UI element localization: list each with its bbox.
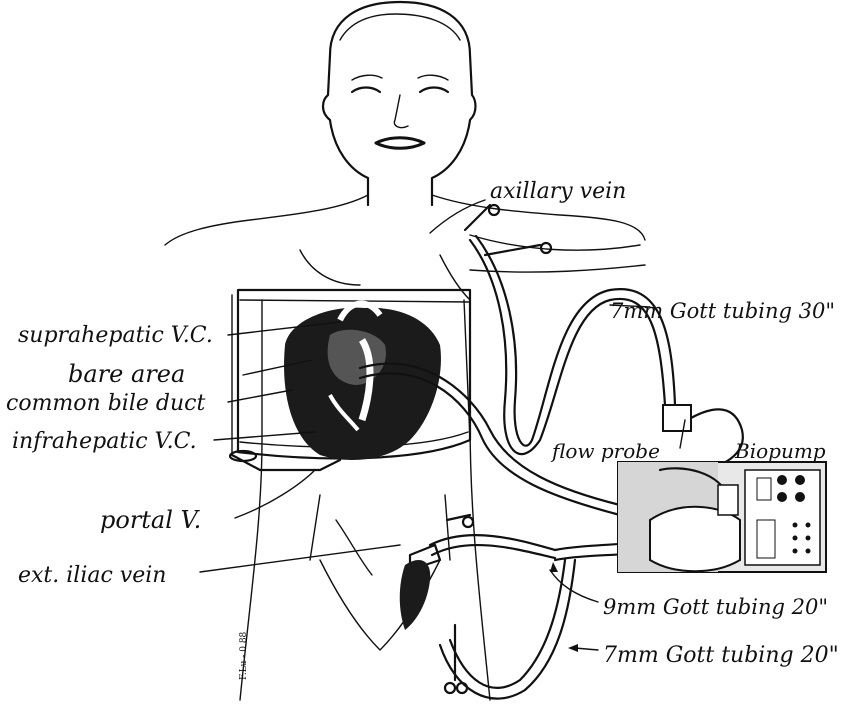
biopump-console xyxy=(618,462,826,572)
patient-head xyxy=(323,2,476,205)
iliac-dissection xyxy=(400,560,430,630)
label-gott-9mm-20: 9mm Gott tubing 20" xyxy=(603,595,828,619)
label-infrahepatic-vc: infrahepatic V.C. xyxy=(12,429,197,454)
label-ext-iliac-vein: ext. iliac vein xyxy=(18,563,166,588)
label-gott-7mm-30: 7mm Gott tubing 30" xyxy=(610,299,835,323)
label-suprahepatic-vc: suprahepatic V.C. xyxy=(18,323,213,348)
label-portal-v: portal V. xyxy=(100,506,201,534)
label-common-bile-duct: common bile duct xyxy=(6,391,205,416)
label-biopump: Biopump xyxy=(734,439,826,463)
label-axillary-vein: axillary vein xyxy=(490,179,626,204)
artist-signature: F.Lu - 0 88 xyxy=(239,631,249,680)
label-flow-probe: flow probe xyxy=(550,439,660,463)
vascular-clamps xyxy=(410,205,551,693)
flow-probe xyxy=(663,405,743,470)
label-gott-7mm-20: 7mm Gott tubing 20" xyxy=(603,643,839,668)
label-bare-area: bare area xyxy=(68,360,185,388)
liver-and-vessels xyxy=(284,304,441,460)
